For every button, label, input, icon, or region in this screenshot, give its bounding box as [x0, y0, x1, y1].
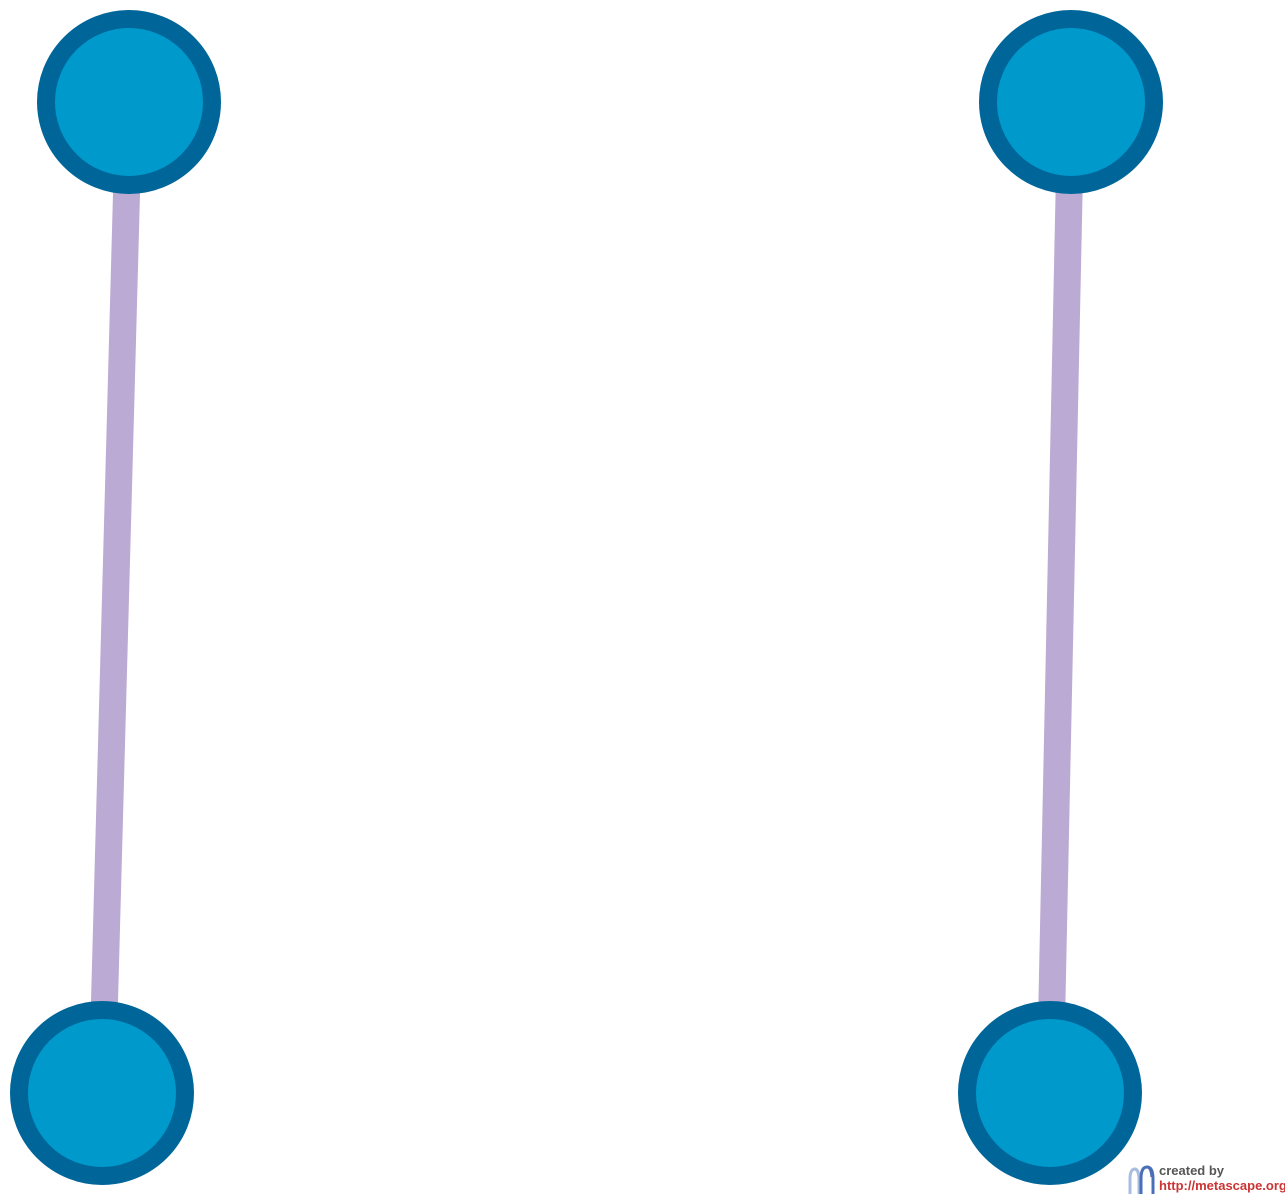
watermark-created-by: created by	[1159, 1163, 1225, 1178]
node-n3[interactable]	[10, 1001, 194, 1185]
nodes-layer	[10, 10, 1163, 1185]
metascape-watermark: created by http://metascape.org	[1127, 1163, 1285, 1195]
watermark-link[interactable]: http://metascape.org	[1159, 1178, 1285, 1193]
metascape-logo-icon	[1128, 1165, 1155, 1194]
node-n4[interactable]	[958, 1001, 1142, 1185]
edge-n1-n3	[88, 101, 143, 1094]
node-n2[interactable]	[979, 10, 1163, 194]
edges-layer	[88, 101, 1085, 1094]
edge-n2-n4	[1036, 101, 1085, 1094]
node-n1[interactable]	[37, 10, 221, 194]
